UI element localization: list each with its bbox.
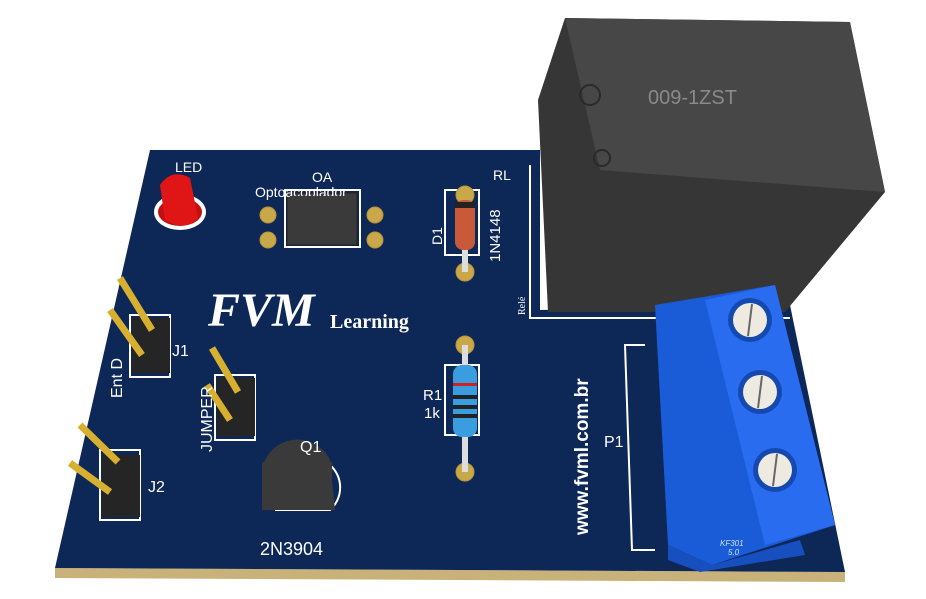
brand-logo: FVM bbox=[207, 284, 317, 337]
label-q1-part: 2N3904 bbox=[260, 539, 323, 559]
relay-part-number: 009-1ZST bbox=[648, 87, 737, 109]
label-d1-part: 1N4148 bbox=[487, 209, 504, 262]
led-component bbox=[154, 174, 206, 230]
screw-icon bbox=[738, 370, 782, 414]
resistor-r1 bbox=[453, 345, 477, 472]
label-led: LED bbox=[175, 159, 202, 175]
diode-d1 bbox=[455, 200, 475, 250]
label-j1: J1 bbox=[172, 343, 189, 360]
label-q1: Q1 bbox=[300, 439, 321, 456]
relay-component: 009-1ZST bbox=[538, 18, 885, 312]
label-r1-value: 1k bbox=[424, 405, 440, 422]
label-j1-name: Ent D bbox=[109, 358, 126, 398]
terminal-block-p1: KF301 5.0 bbox=[655, 285, 835, 572]
terminal-part: KF301 bbox=[720, 539, 744, 548]
label-jumper: JUMPER bbox=[199, 386, 216, 452]
label-r1: R1 bbox=[423, 387, 442, 404]
screw-icon bbox=[753, 448, 797, 492]
label-rl: RL bbox=[493, 167, 511, 183]
header-j1 bbox=[107, 276, 170, 373]
label-d1: D1 bbox=[429, 227, 445, 245]
terminal-pitch: 5.0 bbox=[728, 548, 740, 557]
label-oa: OA bbox=[312, 169, 333, 185]
pcb-edge bbox=[55, 568, 845, 582]
header-j2 bbox=[67, 422, 140, 517]
screw-icon bbox=[728, 298, 772, 342]
brand-sub: Learning bbox=[330, 311, 409, 333]
header-jumper bbox=[204, 346, 255, 436]
pcb-board bbox=[55, 150, 845, 572]
website-text: www.fvml.com.br bbox=[572, 378, 593, 536]
label-p1: P1 bbox=[604, 434, 624, 451]
label-rl-name: Relé bbox=[517, 296, 528, 315]
label-j2: J2 bbox=[148, 479, 165, 496]
